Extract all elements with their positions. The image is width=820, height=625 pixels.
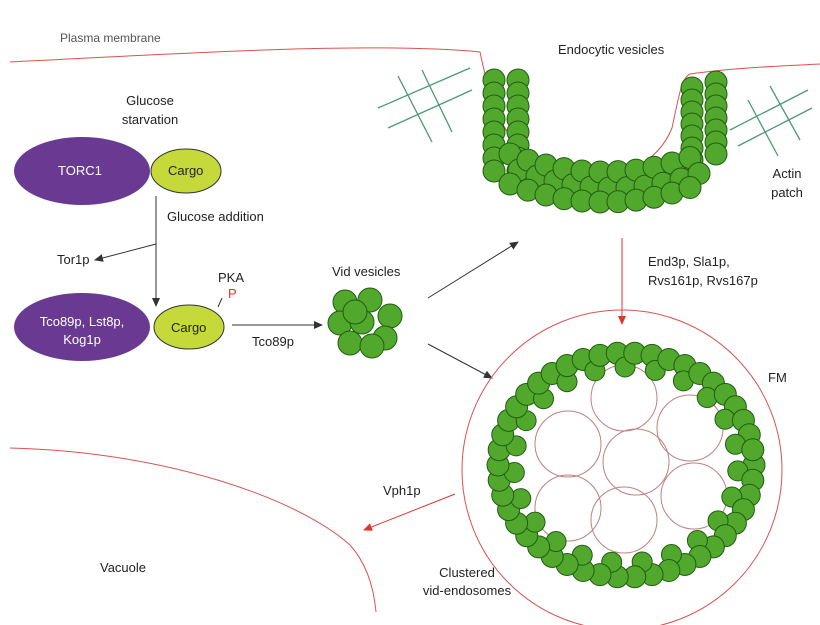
vph1p-label: Vph1p [383, 483, 421, 498]
vid-vesicle [337, 330, 363, 356]
glucose-addition-label: Glucose addition [167, 209, 264, 224]
glucose-starvation-line1: Glucose [126, 93, 174, 108]
end3p-label: End3p, Sla1p, Rvs161p, Rvs167p [648, 254, 758, 289]
torc1-ellipse [14, 137, 150, 205]
cargo-bottom-label: Cargo [171, 320, 207, 335]
torc1-label: TORC1 [58, 163, 102, 178]
vacuole-membrane [9, 447, 377, 613]
fm-circle [461, 309, 783, 625]
endocytic-vesicle [678, 176, 702, 200]
actin-patch-right [729, 85, 813, 157]
clustered-endosomes [534, 364, 728, 554]
complex-label: Tco89p, Lst8p, Kog1p [22, 314, 142, 348]
endosome-vesicle [510, 488, 532, 510]
vesicle-layer [327, 68, 766, 589]
cargo-top-label: Cargo [168, 163, 204, 178]
pka-tick [217, 297, 223, 308]
glucose-starvation-label: Glucose starvation [110, 93, 190, 128]
tor1p-label: Tor1p [57, 252, 90, 267]
endocytic-vesicle [704, 142, 728, 166]
end3p-line2: Rvs161p, Rvs167p [648, 273, 758, 288]
tco89p-label: Tco89p [252, 334, 294, 349]
p-mark-label: P [228, 286, 237, 301]
glucose-starvation-line2: starvation [121, 112, 179, 127]
pka-label: PKA [218, 270, 245, 285]
vid-vesicle [377, 303, 403, 329]
endocytic-vesicle [482, 159, 506, 183]
actin-patch-label: Actin patch [762, 166, 812, 201]
complex-line1: Tco89p, Lst8p, [39, 314, 125, 329]
vacuole-label: Vacuole [100, 560, 147, 575]
cargo-bottom-ellipse [153, 304, 225, 350]
vid-vesicles-label: Vid vesicles [332, 264, 401, 279]
actin-patch-line2: patch [771, 185, 803, 200]
endosome-vesicle [696, 387, 718, 409]
clustered-endosomes-label: Clustered vid-endosomes [412, 565, 522, 599]
vid-vesicle [342, 299, 368, 325]
cargo-top-ellipse [150, 148, 222, 194]
complex-line2: Kog1p [63, 332, 101, 347]
actin-patch-left [377, 67, 473, 143]
complex-ellipse [14, 293, 150, 361]
fm-label: FM [768, 370, 787, 385]
clustered-line1: Clustered [439, 565, 495, 580]
plasma-membrane-label: Plasma membrane [60, 31, 161, 45]
actin-patch-line1: Actin [772, 166, 802, 181]
clustered-line2: vid-endosomes [422, 583, 512, 598]
end3p-line1: End3p, Sla1p, [648, 254, 730, 269]
vid-vesicle [359, 333, 385, 359]
endosome-vesicle [741, 438, 765, 462]
endocytic-vesicles-label: Endocytic vesicles [558, 42, 665, 57]
black-arrows [94, 196, 519, 379]
